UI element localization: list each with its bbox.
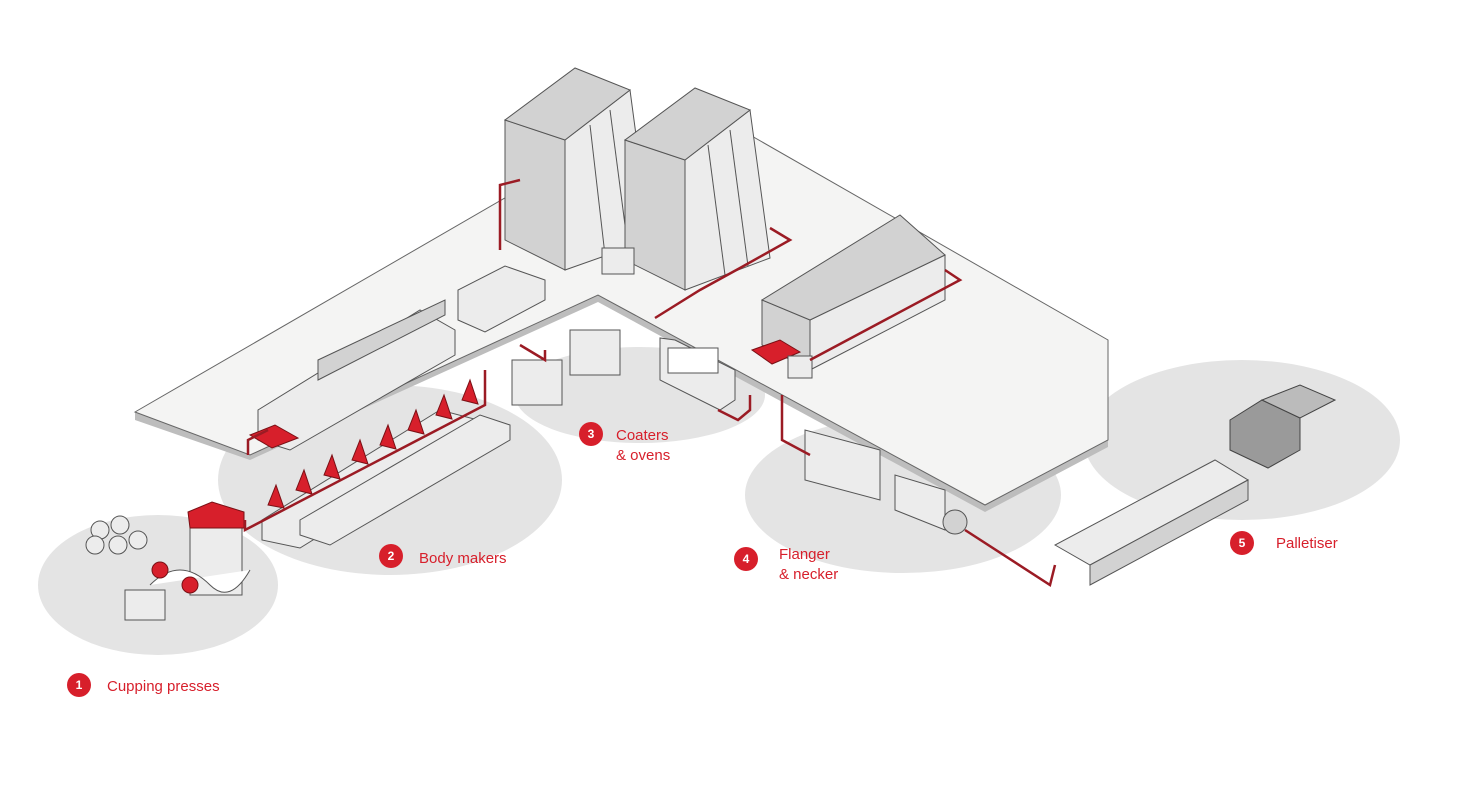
coater [511,329,621,406]
pallet-stacks [1229,384,1337,469]
svg-text:Cupping presses: Cupping presses [107,678,220,695]
washer-unit [257,265,546,451]
svg-text:Flanger: Flanger [779,546,830,563]
station-number-badge [1230,531,1254,555]
svg-text:Body makers: Body makers [419,550,507,567]
aluminium-coils [85,515,148,555]
cupping-press [124,501,251,621]
necker-machines [804,429,968,535]
body-makers [261,378,511,549]
station-number-badge [734,547,758,571]
oven-tower [623,87,771,291]
feeder-pad [750,339,802,365]
station-label-3: 3 Coaters & ovens [579,422,670,464]
svg-text:Coaters: Coaters [616,427,669,444]
station-label-4: 4 Flanger & necker [734,546,838,583]
svg-text:1: 1 [76,678,83,692]
station-number-badge [67,673,91,697]
svg-text:5: 5 [1239,536,1246,550]
svg-text:& necker: & necker [779,566,838,583]
control-box [787,355,813,379]
station-label-5: 5 Palletiser [1230,531,1338,555]
station-number-badge [379,544,403,568]
process-pipes [243,178,1057,587]
svg-text:3: 3 [588,427,595,441]
station-label-1: 1 Cupping presses [67,673,220,697]
svg-text:2: 2 [388,549,395,563]
feeder-pad [248,424,300,449]
svg-text:& ovens: & ovens [616,447,670,464]
printer [659,337,736,411]
station-label-2: 2 Body makers [379,544,507,568]
conveyor [1053,459,1250,586]
station-number-badge [579,422,603,446]
svg-text:4: 4 [743,552,750,566]
svg-text:Palletiser: Palletiser [1276,535,1338,552]
control-box [601,247,635,275]
